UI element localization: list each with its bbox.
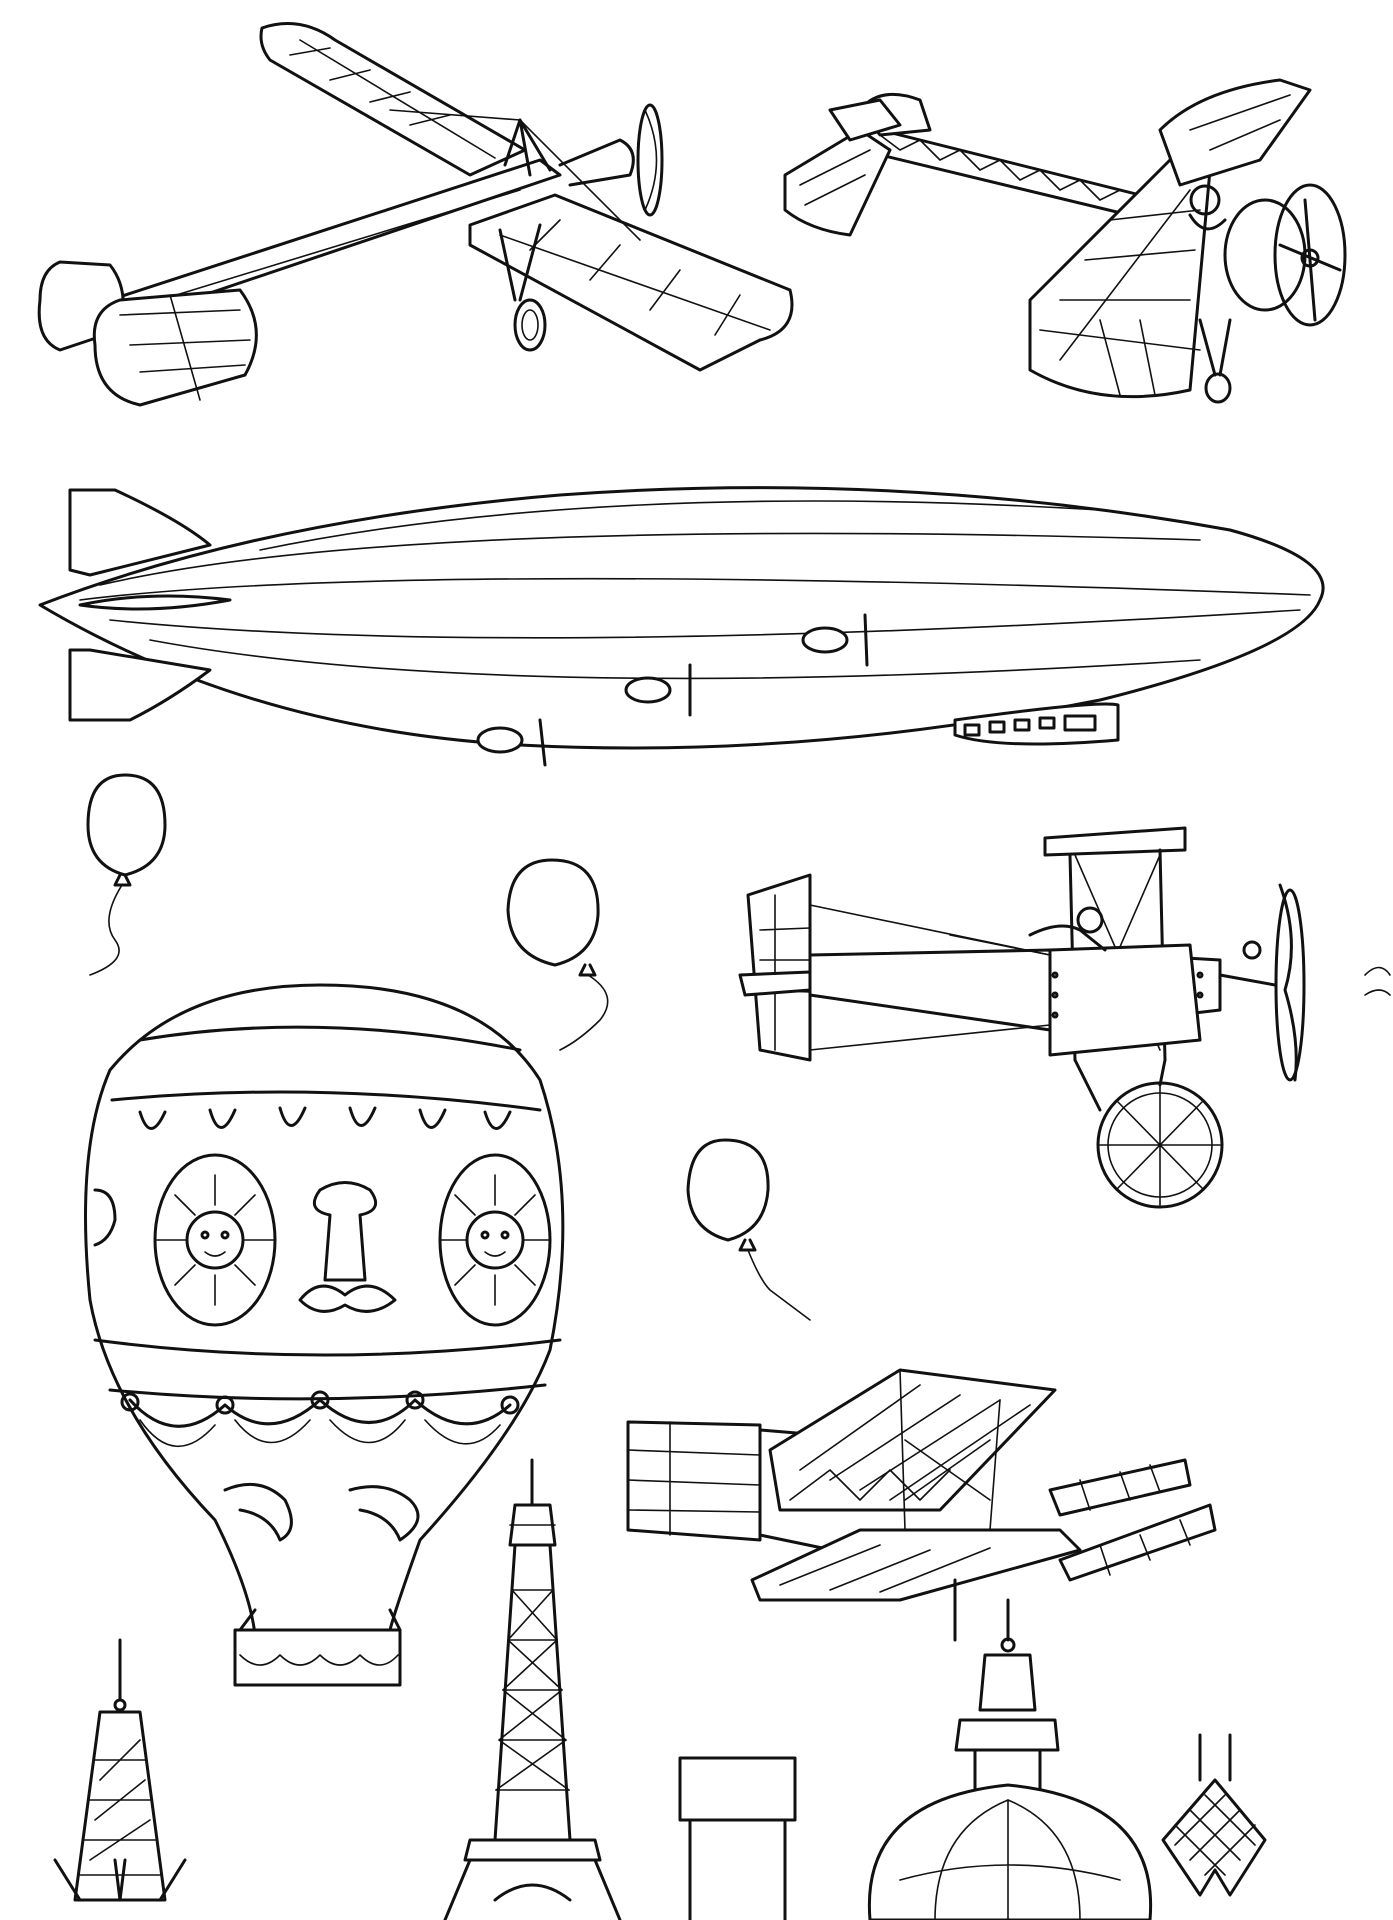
lattice-spire-right (1161, 1733, 1267, 1897)
biplane-right (738, 826, 1306, 1209)
zeppelin-airship (38, 486, 1325, 767)
monoplane-top-left (37, 22, 794, 407)
biplane-lower (626, 1368, 1217, 1642)
balloon-left (86, 773, 167, 976)
domed-building (867, 1598, 1153, 1920)
monoplane-top-right (783, 78, 1347, 404)
hot-air-balloon (84, 983, 565, 1687)
eiffel-tower (443, 1458, 622, 1920)
balloon-lower (686, 1138, 811, 1321)
edge-sketch-right (1364, 966, 1391, 996)
spire-left (53, 1638, 187, 1902)
balloon-middle (506, 858, 609, 1051)
chimney-tower (678, 1756, 797, 1920)
